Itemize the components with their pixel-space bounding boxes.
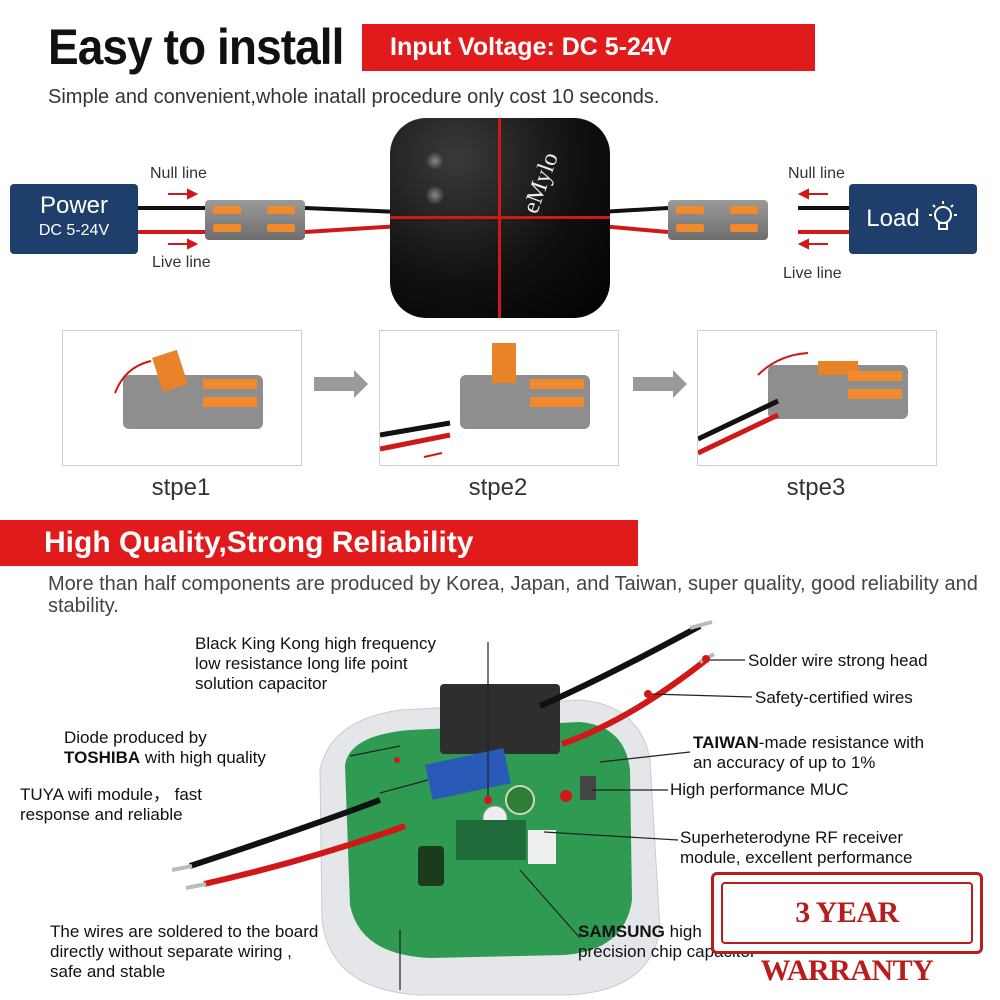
page-title: Easy to install [48, 19, 344, 75]
load-label: Load [866, 205, 920, 232]
right-live-wire [599, 224, 669, 234]
step3-illustration [698, 352, 908, 456]
wifi-line1: TUYA wifi module， fast [20, 785, 203, 804]
diode-rest: with high quality [140, 748, 266, 767]
samsung-rest: high [664, 922, 702, 941]
quality-description: More than half components are produced b… [48, 573, 978, 617]
warranty-text: 3 YEAR WARRANTY [721, 882, 973, 987]
quality-banner: High Quality,Strong Reliability [0, 520, 638, 566]
right-wire-connector [668, 200, 768, 240]
solder-line1: The wires are soldered to the board [50, 922, 319, 941]
warranty-stamp: 3 YEAR WARRANTY [711, 872, 983, 987]
live-line-left-label: Live line [152, 254, 211, 271]
solder-callout: The wires are soldered to the board dire… [50, 922, 318, 982]
smart-switch-device: eMylo [390, 118, 610, 318]
step3-frame [697, 330, 937, 466]
taiwan-line2: an accuracy of up to 1% [693, 753, 876, 772]
step3-label: stpe3 [786, 474, 846, 501]
capacitor-line2: low resistance long life point [195, 654, 408, 673]
taiwan-rest: -made resistance with [758, 733, 925, 752]
rf-line1: Superheterodyne RF receiver [680, 828, 904, 847]
solder-head-callout: Solder wire strong head [748, 651, 928, 670]
diode-callout: Diode produced by TOSHIBA with high qual… [64, 728, 266, 768]
power-voltage: DC 5-24V [38, 222, 110, 239]
rf-callout: Superheterodyne RF receiver module, exce… [680, 828, 912, 868]
right-null-wire [599, 206, 669, 214]
load-box: Load [849, 184, 977, 254]
arrow-right-icon [633, 370, 687, 398]
solder-line3: safe and stable [50, 962, 166, 981]
taiwan-brand: TAIWAN [693, 733, 759, 752]
lightbulb-icon [928, 201, 957, 230]
live-line-right-label: Live line [783, 265, 842, 282]
install-subtitle: Simple and convenient,whole inatall proc… [48, 86, 660, 108]
voltage-banner: Input Voltage: DC 5-24V [362, 24, 815, 71]
step1-label: stpe1 [151, 474, 211, 501]
arrow-right-icon [314, 370, 368, 398]
muc-callout: High performance MUC [670, 780, 849, 799]
solder-line2: directly without separate wiring , [50, 942, 292, 961]
safety-wires-callout: Safety-certified wires [755, 688, 913, 707]
wifi-callout: TUYA wifi module， fast response and reli… [20, 785, 202, 825]
capacitor-callout: Black King Kong high frequency low resis… [195, 634, 436, 694]
samsung-brand: SAMSUNG [578, 922, 665, 941]
rf-line2: module, excellent performance [680, 848, 913, 867]
null-line-right-label: Null line [788, 165, 845, 182]
step2-label: stpe2 [468, 474, 528, 501]
power-label: Power [39, 192, 109, 219]
device-rf-button [426, 186, 444, 204]
taiwan-callout: TAIWAN-made resistance with an accuracy … [693, 733, 924, 773]
diode-line1: Diode produced by [64, 728, 207, 747]
wifi-line2: response and reliable [20, 805, 183, 824]
null-line-left-label: Null line [150, 165, 207, 182]
step1-illustration [114, 349, 263, 429]
diode-brand: TOSHIBA [64, 748, 141, 767]
power-box: Power DC 5-24V [10, 184, 138, 254]
step2-frame [379, 330, 619, 466]
left-null-wire-2 [304, 206, 401, 214]
left-wire-connector [205, 200, 305, 240]
direction-arrows [168, 188, 828, 250]
capacitor-line1: Black King Kong high frequency [195, 634, 436, 653]
device-wifi-button [426, 152, 444, 170]
step1-frame [62, 330, 302, 466]
step2-illustration [380, 343, 590, 458]
left-live-wire-2 [304, 224, 401, 234]
capacitor-line3: solution capacitor [195, 674, 328, 693]
